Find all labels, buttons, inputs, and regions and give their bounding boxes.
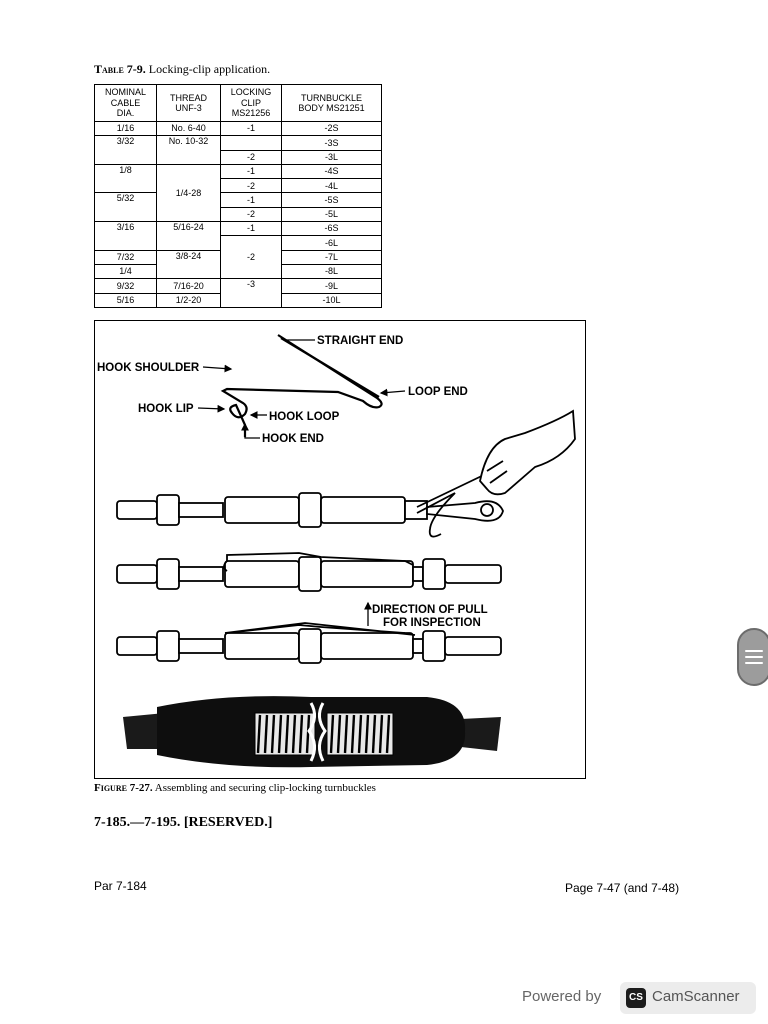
table-cell-body: -8L xyxy=(281,263,382,280)
table-row: 5/32 -1 -5S xyxy=(94,192,382,223)
figure-caption: Figure 7-27. Assembling and securing cli… xyxy=(94,782,376,794)
camscanner-logo-icon: CS xyxy=(626,988,646,1008)
locking-clip-drawing xyxy=(220,334,383,437)
table-cell-clip: -1 xyxy=(220,221,282,237)
table-cell-body: -6S xyxy=(281,221,382,237)
footer-paragraph-ref: Par 7-184 xyxy=(94,879,147,893)
table-cell-body: -5S xyxy=(281,192,382,208)
table-cell-thread: No. 10-32 xyxy=(156,135,221,165)
turnbuckle-assembly-2 xyxy=(116,552,502,592)
table-cell-dia: 5/16 xyxy=(94,292,157,308)
table-cell-clip: -1 xyxy=(220,120,282,137)
label-direction-pull-1: DIRECTION OF PULL xyxy=(372,604,488,616)
table-cell-body: -2S xyxy=(281,120,382,137)
label-hook-loop: HOOK LOOP xyxy=(269,411,340,423)
table-caption-text: Locking-clip application. xyxy=(148,62,271,76)
table-cell-thread: 5/16-24 xyxy=(156,221,221,251)
table-cell-clip: -1 xyxy=(220,163,282,180)
table-cell-body: -5L xyxy=(281,206,382,223)
table-row: 1/4 -8L xyxy=(94,263,382,280)
table-cell-body: -6L xyxy=(281,235,382,251)
table-row: 1/16 No. 6-40 -1 -2S xyxy=(94,120,382,137)
turnbuckle-assembly-3 xyxy=(116,622,502,664)
table-cell-dia: 1/4 xyxy=(94,263,157,280)
table-cell-thread: No. 6-40 xyxy=(156,120,221,137)
label-direction-pull-2: FOR INSPECTION xyxy=(383,617,481,629)
figure-caption-label: Figure 7-27. xyxy=(94,782,153,794)
table-cell-dia: 1/8 xyxy=(94,163,157,194)
scroll-handle[interactable] xyxy=(737,628,768,686)
figure-caption-text: Assembling and securing clip-locking tur… xyxy=(154,782,376,794)
table-cell-body: -3L xyxy=(281,149,382,165)
table-cell-thread: 7/16-20 xyxy=(156,278,221,294)
table-cell-body: -9L xyxy=(281,278,382,294)
table-row: -2 -5L xyxy=(95,206,382,223)
table-row: 5/16 1/2-20 -10L xyxy=(94,292,382,308)
table-row: -2 -3L xyxy=(95,149,382,165)
table-cell-clip: -2 xyxy=(220,149,282,165)
table-cell-clip: -2 xyxy=(220,206,282,223)
reserved-section-heading: 7-185.—7-195. [RESERVED.] xyxy=(94,815,273,830)
table-cell-dia: 3/16 xyxy=(94,221,157,251)
table-row: -2 -6L xyxy=(95,235,382,280)
table-cell-dia: 1/16 xyxy=(94,120,157,137)
camscanner-badge: CS CamScanner xyxy=(620,982,756,1014)
turnbuckle-assembly-1 xyxy=(116,409,576,538)
table-cell-thread: 1/4-28 xyxy=(156,163,221,223)
camscanner-name: CamScanner xyxy=(652,988,740,1005)
table-cell-dia: 7/32 xyxy=(94,249,157,265)
table-cell-body: -10L xyxy=(281,292,382,308)
table-row: -2 -4L xyxy=(95,178,382,194)
table-cell-body: -4L xyxy=(281,178,382,194)
table-cell-body: -4S xyxy=(281,163,382,180)
table-cell-clip: -1 xyxy=(220,192,282,208)
table-row: 1/8 1/4-28 -1 -4S xyxy=(94,163,382,223)
table-cell-body: -3S xyxy=(281,135,382,151)
table-row: 3/32 No. 10-32 -3S xyxy=(94,135,382,165)
label-loop-end: LOOP END xyxy=(408,386,468,398)
table-caption-label: Table 7-9. xyxy=(94,62,146,76)
figure-7-27: STRAIGHT END HOOK SHOULDER LOOP END HOOK… xyxy=(94,320,586,779)
table-cell-thread: 1/2-20 xyxy=(156,292,221,308)
table-cell-clip: -2 xyxy=(220,178,282,194)
table-cell-clip: -3 xyxy=(220,278,282,308)
table-cell-body: -7L xyxy=(281,249,382,265)
label-hook-shoulder: HOOK SHOULDER xyxy=(97,362,200,374)
table-cell-dia: 3/32 xyxy=(94,135,157,165)
turnbuckle-photo xyxy=(123,696,501,768)
table-cell-dia: 5/32 xyxy=(94,192,157,223)
table-cell-clip xyxy=(220,135,282,151)
footer-page-number: Page 7-47 (and 7-48) xyxy=(565,881,680,895)
table-cell-dia: 9/32 xyxy=(94,278,157,294)
table-cell-thread: 3/8-24 xyxy=(156,249,221,280)
table-row: 3/16 5/16-24 -1 -6S xyxy=(94,221,382,251)
powered-by-text: Powered by xyxy=(522,988,602,1005)
turnbuckle-illustration: STRAIGHT END HOOK SHOULDER LOOP END HOOK… xyxy=(97,334,576,768)
label-hook-end: HOOK END xyxy=(262,433,324,445)
label-hook-lip: HOOK LIP xyxy=(138,403,194,415)
table-caption: Table 7-9. Locking-clip application. xyxy=(94,62,270,77)
table-row: 9/32 7/16-20 -3 -9L xyxy=(94,278,382,308)
table-cell-clip: -2 xyxy=(220,235,282,280)
label-straight-end: STRAIGHT END xyxy=(317,335,403,347)
